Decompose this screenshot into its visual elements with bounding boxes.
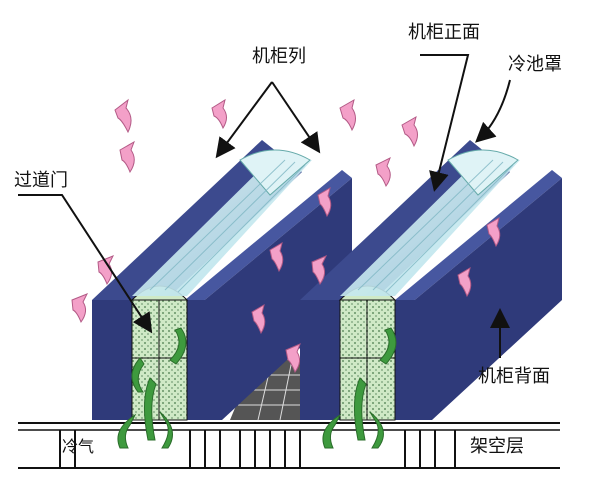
aisle-door-pointer: [18, 194, 153, 334]
label-cold-pool-cover: 冷池罩: [508, 54, 562, 75]
label-cabinet-back: 机柜背面: [478, 366, 550, 387]
leader-lines: [18, 54, 511, 358]
label-cabinet-front: 机柜正面: [408, 22, 480, 43]
cabinet-row-pointer-right: [271, 81, 321, 154]
cabinet-row-left: [92, 140, 352, 421]
cold-cover-pointer: [475, 79, 511, 143]
cabinet-front-pointer: [420, 54, 470, 192]
label-aisle-door: 过道门: [14, 170, 68, 191]
label-cold-air: 冷气: [62, 437, 94, 456]
label-cabinet-row: 机柜列: [252, 46, 306, 67]
cold-air-arrows: [117, 327, 397, 449]
cabinet-row-pointer-left: [215, 81, 273, 159]
cabinet-row-right: [300, 140, 562, 421]
raised-floor: [18, 422, 560, 469]
label-raised-floor: 架空层: [470, 436, 524, 457]
hot-air-arrows: [71, 98, 501, 374]
